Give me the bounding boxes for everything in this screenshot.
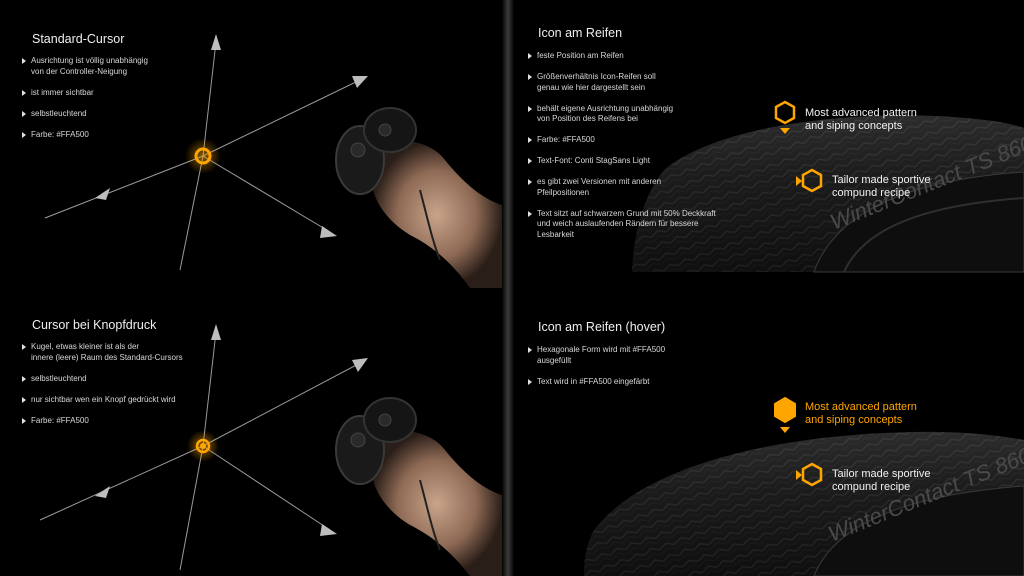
vertical-divider [502,0,514,576]
list-item: es gibt zwei Versionen mit anderen Pfeil… [528,177,758,198]
triangle-bullet-icon [22,89,26,96]
bullet-list: Ausrichtung ist völlig unabhängig von de… [22,56,222,151]
triangle-bullet-icon [528,210,532,217]
list-item: nur sichtbar wen ein Knopf gedrückt wird [22,395,252,406]
hexagon-icon [774,100,796,134]
list-item: selbstleuchtend [22,374,252,385]
hexagon-icon [774,396,796,433]
list-item: behält eigene Ausrichtung unabhängig von… [528,104,758,125]
bullet-list: feste Position am Reifen Größenverhältni… [528,51,758,251]
tire-illustration: WinterContact TS 860 S [632,100,1024,273]
triangle-bullet-icon [528,137,532,143]
list-item: Hexagonale Form wird mit #FFA500 ausgefü… [528,345,758,366]
triangle-bullet-icon [22,344,26,350]
list-item: Text wird in #FFA500 eingefärbt [528,377,758,388]
ray-arrowheads [95,34,368,238]
panel-title: Cursor bei Knopfdruck [32,318,157,332]
hand-controller-illustration [335,397,502,576]
list-item: selbstleuchtend [22,109,222,120]
hand-controller-illustration [335,107,502,288]
triangle-bullet-icon [22,110,26,117]
triangle-bullet-icon [528,105,532,112]
triangle-bullet-icon [528,158,532,164]
tire-illustration: WinterContact TS 860 S [584,396,1024,576]
ray-lines [39,331,363,571]
list-item: Text-Font: Conti StagSans Light [528,156,758,167]
ring-cursor-icon [195,438,211,454]
ray-arrowheads [95,324,368,536]
list-item: ist immer sichtbar [22,88,222,99]
triangle-bullet-icon [528,347,532,353]
bullet-list: Kugel, etwas kleiner ist als der innere … [22,342,252,437]
cursor-glow [185,138,221,174]
panel-standard-cursor: Standard-Cursor Ausrichtung ist völlig u… [0,0,502,288]
panel-tire-icon: WinterContact TS 860 S Icon am Reifen fe… [514,0,1024,288]
panel-title: Icon am Reifen [538,26,623,40]
tire-callout-label[interactable]: Tailor made sportive compund recipe [832,174,931,199]
ray-scene [44,34,502,288]
list-item: Farbe: #FFA500 [22,130,222,141]
list-item: Ausrichtung ist völlig unabhängig von de… [22,56,222,77]
triangle-bullet-icon [528,74,532,80]
panel-tire-icon-hover: WinterContact TS 860 S Icon am Reifen (h… [514,290,1024,576]
hexagon-icon [796,462,823,487]
triangle-bullet-icon [528,179,532,185]
ring-cursor-icon [194,147,212,165]
list-item: Kugel, etwas kleiner ist als der innere … [22,342,252,363]
ray-scene [39,324,502,576]
triangle-bullet-icon [22,131,26,138]
panel-title: Icon am Reifen (hover) [538,320,666,334]
triangle-bullet-icon [22,396,26,403]
list-item: feste Position am Reifen [528,51,758,62]
ray-lines [44,41,361,271]
panel-pressed-cursor: Cursor bei Knopfdruck Kugel, etwas klein… [0,290,502,576]
tire-callout-label[interactable]: Most advanced pattern and siping concept… [805,107,917,132]
panel-title: Standard-Cursor [32,32,125,46]
list-item: Größenverhältnis Icon-Reifen soll genau … [528,72,758,93]
list-item: Farbe: #FFA500 [528,135,758,146]
list-item: Farbe: #FFA500 [22,416,252,427]
triangle-bullet-icon [528,53,532,59]
triangle-bullet-icon [528,378,532,385]
tire-callout-label-hover[interactable]: Most advanced pattern and siping concept… [805,401,917,426]
triangle-bullet-icon [22,417,26,424]
hexagon-icon [796,168,823,193]
tire-callout-label[interactable]: Tailor made sportive compund recipe [832,468,931,493]
sphere-cursor-icon [200,443,206,449]
bullet-list: Hexagonale Form wird mit #FFA500 ausgefü… [528,345,758,398]
triangle-bullet-icon [22,375,26,382]
list-item: Text sitzt auf schwarzem Grund mit 50% D… [528,209,758,241]
triangle-bullet-icon [22,58,26,64]
